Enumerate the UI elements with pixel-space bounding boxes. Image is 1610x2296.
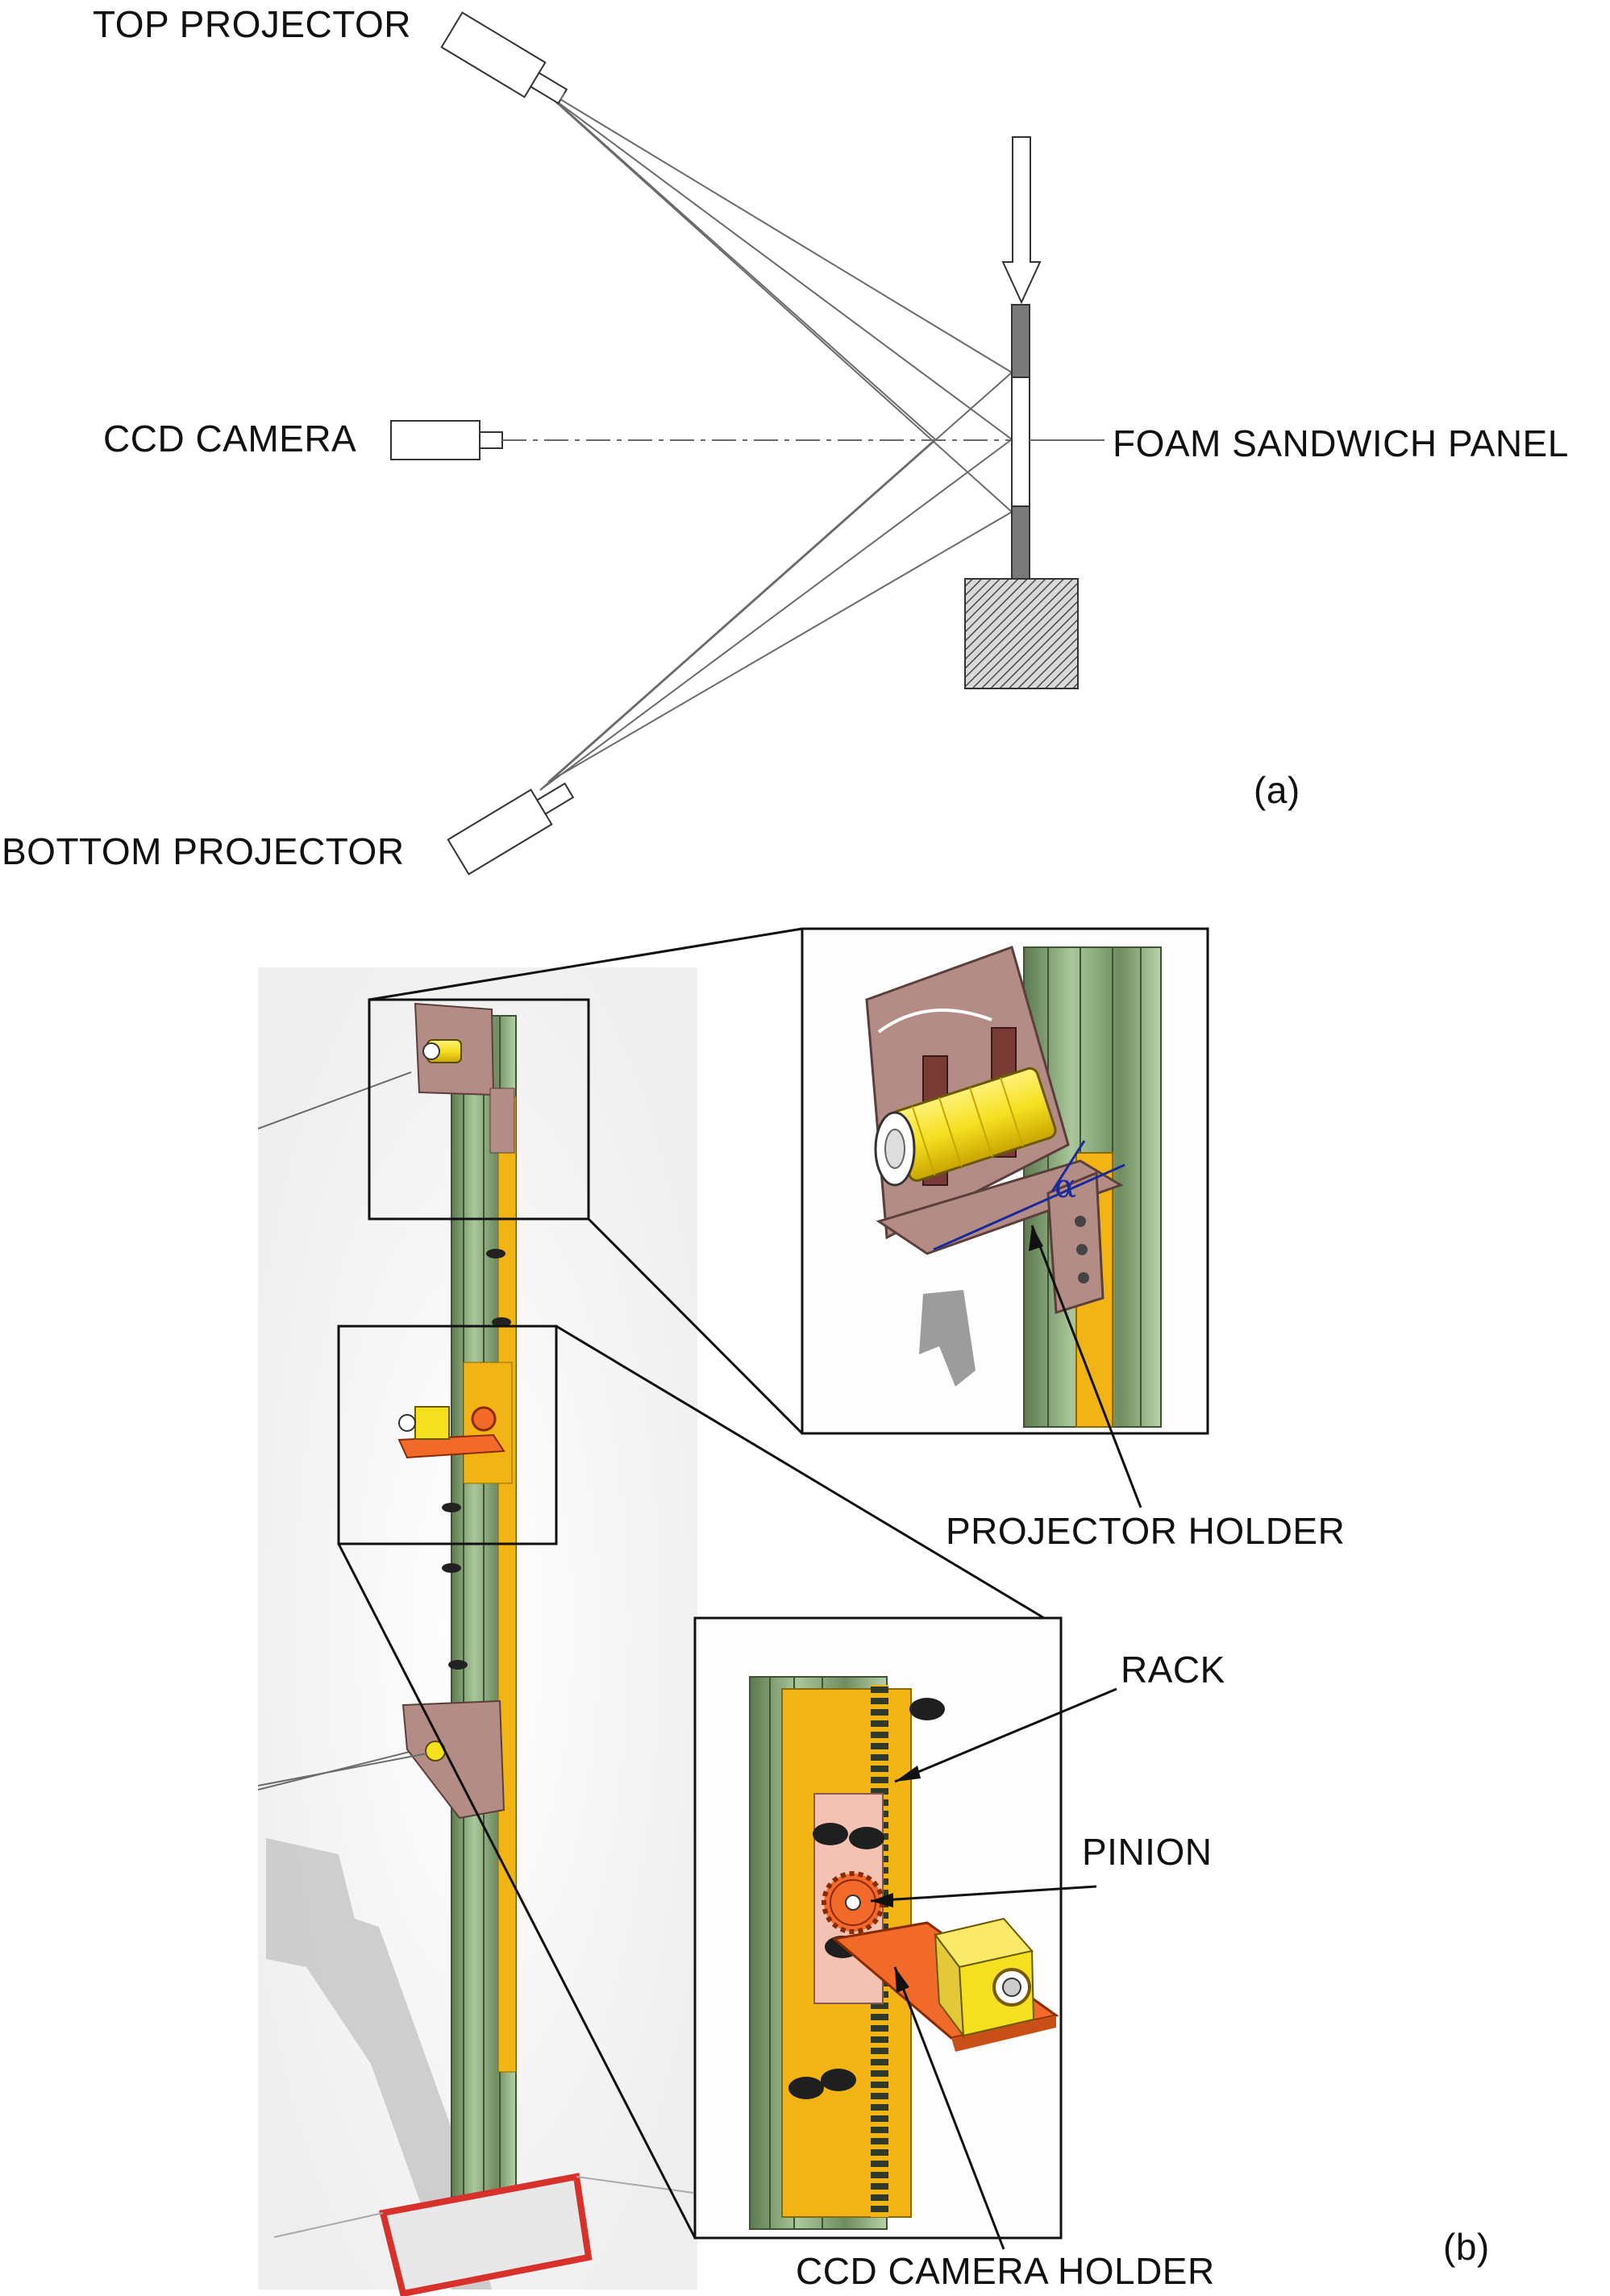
foam-sandwich-panel bbox=[1011, 304, 1105, 580]
camera-holder-inset bbox=[693, 1616, 1063, 2240]
pinion-gear bbox=[822, 1871, 884, 1934]
pinion-pointer bbox=[870, 1885, 1097, 1907]
rack-strip bbox=[497, 1096, 517, 2073]
top-zoom-frame bbox=[368, 998, 590, 1221]
projector-holder-inset: α bbox=[801, 927, 1209, 1435]
angle-alpha-label: α bbox=[1055, 1168, 1076, 1205]
load-arrow bbox=[1001, 136, 1042, 305]
top-projector-label: TOP PROJECTOR bbox=[93, 3, 411, 45]
column-shadow bbox=[266, 1838, 492, 2290]
panel-b: α PROJECTOR HOLDER bbox=[257, 927, 1490, 2296]
top-projector-beams bbox=[539, 86, 1013, 513]
bottom-projector-beams bbox=[539, 372, 1013, 791]
inset-ccd-camera bbox=[934, 1917, 1035, 2039]
column-bottom-projector-holder bbox=[257, 1699, 505, 1820]
bottom-projector-label: BOTTOM PROJECTOR bbox=[2, 830, 405, 872]
panel-a-letter: (a) bbox=[1254, 769, 1300, 811]
projector-holder-pointer bbox=[1030, 1225, 1142, 1508]
support-block bbox=[964, 578, 1079, 689]
foam-sandwich-panel-label: FOAM SANDWICH PANEL bbox=[1113, 422, 1569, 464]
rack-bolts bbox=[442, 1249, 511, 1670]
projector-holder-label: PROJECTOR HOLDER bbox=[946, 1510, 1345, 1552]
ccd-camera bbox=[390, 420, 1088, 460]
ccd-camera-label: CCD CAMERA bbox=[103, 418, 356, 460]
zoom-leader-lines bbox=[337, 927, 1045, 2239]
rack-label: RACK bbox=[1121, 1649, 1225, 1691]
bottom-projector bbox=[447, 782, 575, 876]
ccd-camera-holder-pointer bbox=[893, 1966, 1005, 2250]
projector-holder-arrowhead bbox=[1029, 1225, 1043, 1251]
column-camera-holder bbox=[397, 1362, 513, 1484]
rack-pointer bbox=[894, 1687, 1117, 1783]
base-plate bbox=[273, 2173, 694, 2296]
panel-b-letter: (b) bbox=[1443, 2226, 1490, 2268]
ccd-camera-holder-label: CCD CAMERA HOLDER bbox=[796, 2250, 1215, 2292]
top-projector bbox=[440, 11, 568, 105]
column-top-projector-holder bbox=[414, 1002, 515, 1154]
middle-zoom-frame bbox=[337, 1325, 558, 1545]
panel-a: TOP PROJECTOR CCD CAMERA FOAM SANDWICH P… bbox=[2, 3, 1569, 876]
pinion-label: PINION bbox=[1082, 1831, 1212, 1873]
